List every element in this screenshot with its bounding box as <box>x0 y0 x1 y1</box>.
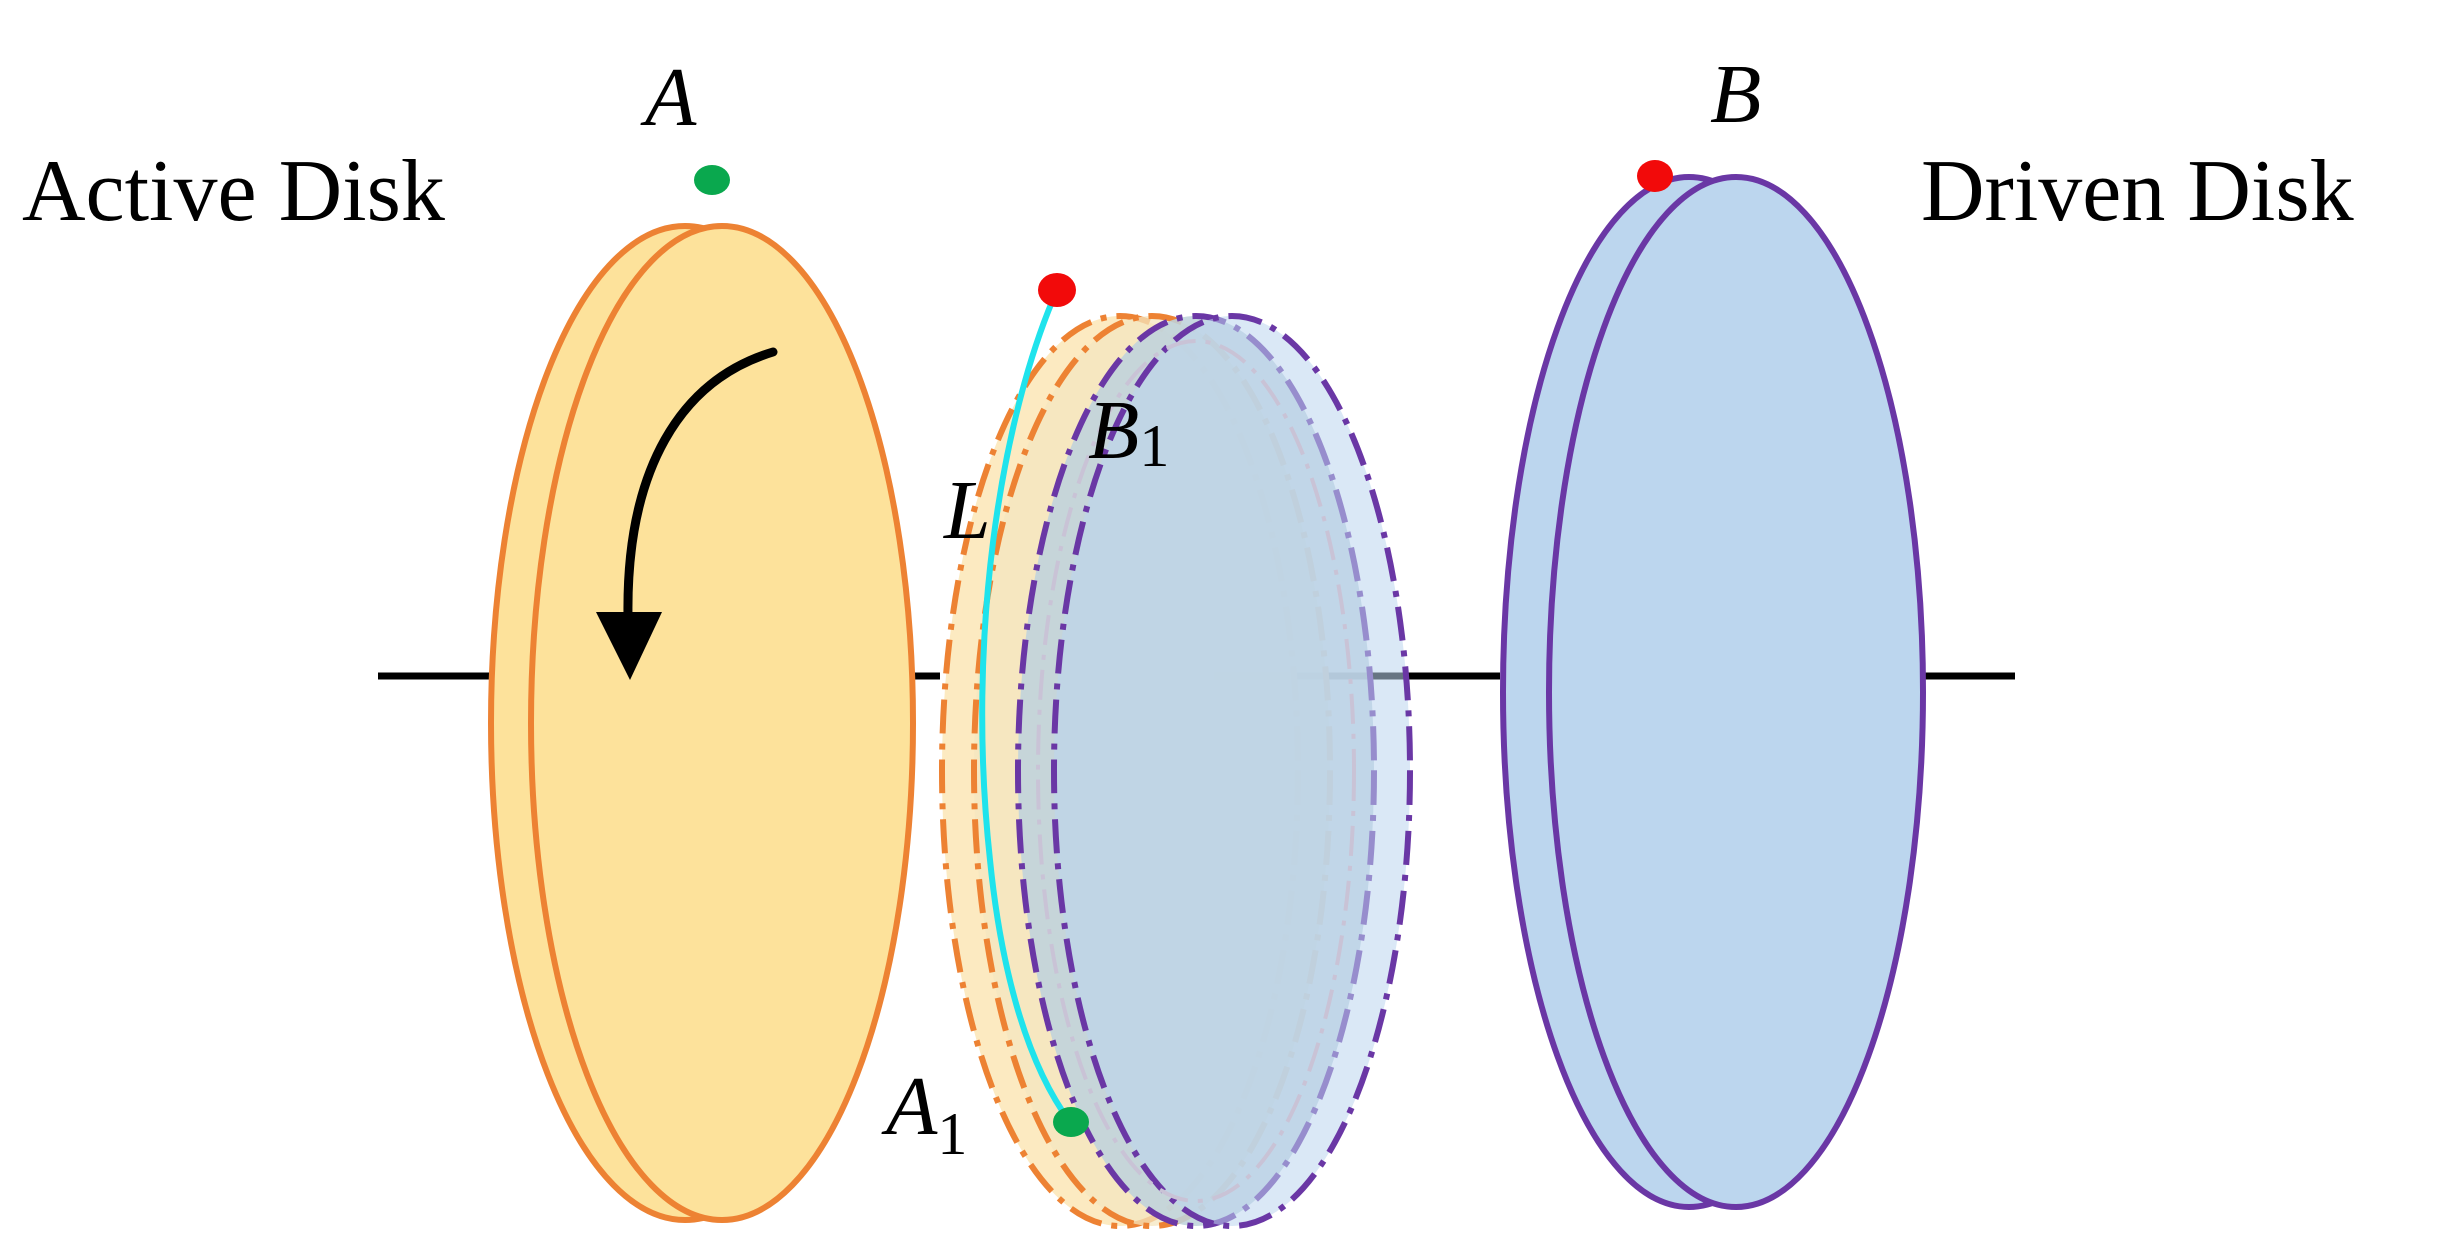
driven-disk-front-face <box>1546 174 1926 1210</box>
point-a1-subscript: 1 <box>937 1101 967 1167</box>
middle-purple-front-face <box>1051 313 1413 1229</box>
middle-disk-pair <box>939 313 1413 1229</box>
arc-l-label: L <box>943 464 991 557</box>
rotation-arrow <box>596 347 778 680</box>
arc-l <box>979 288 1073 1124</box>
active-disk <box>488 223 916 1223</box>
driven-disk <box>1500 174 1926 1210</box>
rotation-arrow-curve <box>623 347 778 621</box>
point-b-label: B <box>1710 48 1761 141</box>
middle-hidden-edge <box>1036 339 1356 1203</box>
point-a-label: A <box>640 51 697 144</box>
active-disk-front-face <box>528 223 916 1223</box>
point-b1-marker <box>1038 273 1076 307</box>
point-b1-label: B1 <box>1088 384 1169 479</box>
driven-disk-label: Driven Disk <box>1921 143 2354 240</box>
point-a1-label: A1 <box>881 1060 967 1167</box>
point-a1-letter: A <box>881 1060 938 1153</box>
point-a1-marker <box>1053 1107 1089 1137</box>
point-b1-letter: B <box>1088 384 1139 477</box>
point-b-marker <box>1637 160 1673 192</box>
active-disk-label: Active Disk <box>22 143 445 240</box>
point-a-marker <box>694 165 730 195</box>
rotation-arrow-head <box>596 612 662 680</box>
point-b1-subscript: 1 <box>1139 413 1169 479</box>
points <box>694 160 1673 1137</box>
